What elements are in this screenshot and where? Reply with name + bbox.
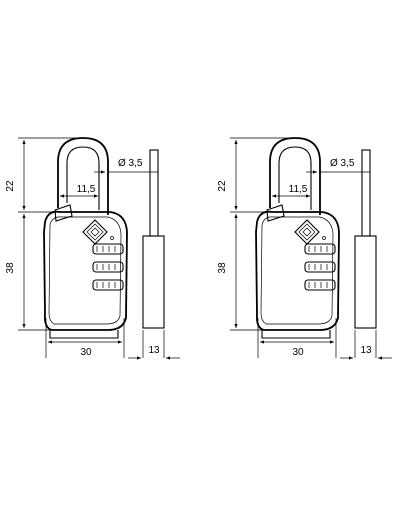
- dim-shackle-inner-width-right: 11,5: [289, 184, 308, 195]
- dim-thickness-right: 13: [360, 345, 372, 356]
- padlock-drawing-left: 22 38 30 11,5 Ø 3,5 13: [5, 138, 180, 358]
- dim-body-width-right: 30: [292, 347, 304, 358]
- padlock-drawing-right: 22 38 30 11,5 Ø 3,5 13: [217, 138, 392, 358]
- dim-shackle-diameter-right: Ø 3,5: [330, 158, 355, 169]
- padlock-outline-right: [230, 138, 392, 358]
- dim-body-width-left: 30: [80, 347, 92, 358]
- dim-shackle-diameter-left: Ø 3,5: [118, 158, 143, 169]
- dim-shackle-height-right: 22: [217, 180, 228, 192]
- padlock-outline-left: [18, 138, 180, 358]
- dim-thickness-left: 13: [148, 345, 160, 356]
- dim-body-height-left: 38: [5, 262, 16, 274]
- dim-shackle-inner-width-left: 11,5: [77, 184, 96, 195]
- dim-shackle-height-left: 22: [5, 180, 16, 192]
- dim-body-height-right: 38: [217, 262, 228, 274]
